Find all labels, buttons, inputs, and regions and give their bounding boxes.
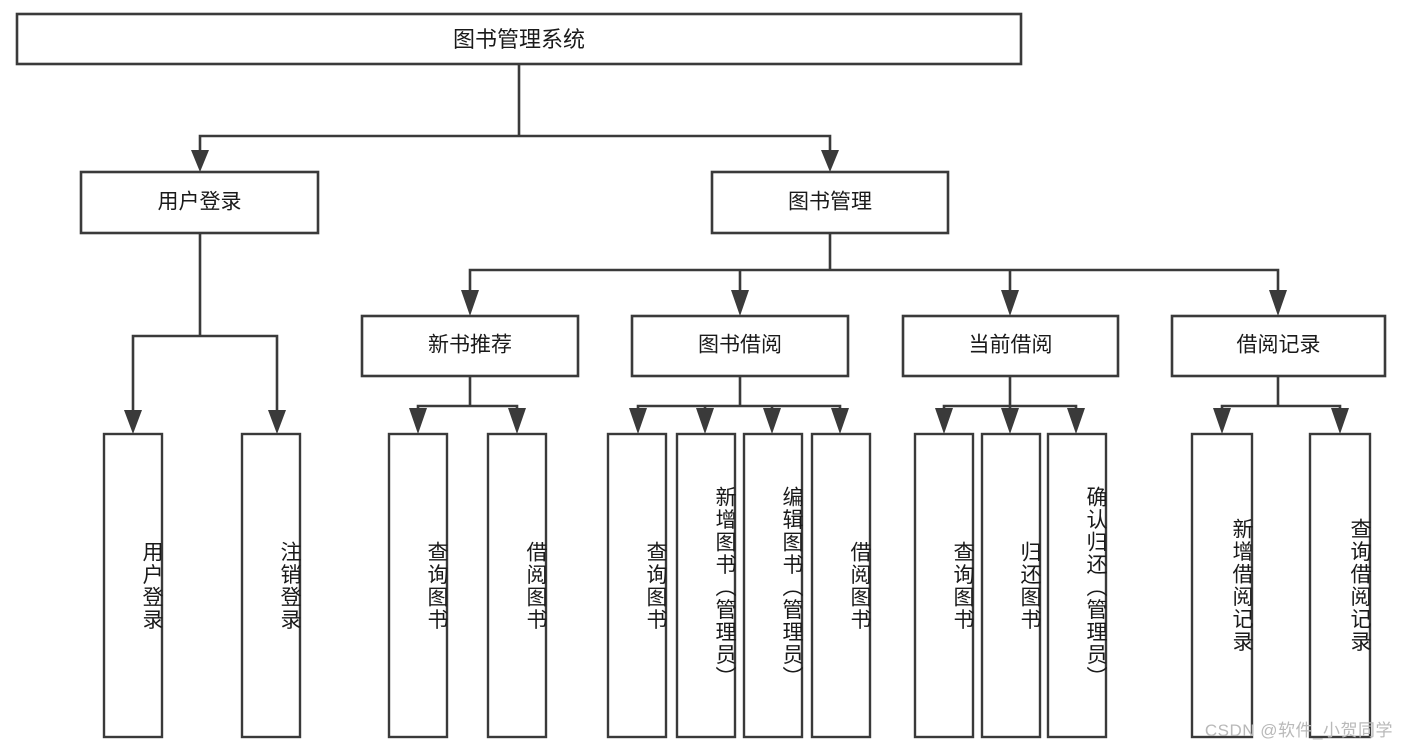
node-root-box[interactable]	[15, 12, 1023, 66]
arrow-bookmanage-to-currentborrow	[1001, 290, 1019, 316]
node-book-borrow-box[interactable]	[630, 314, 850, 378]
edge-newbook-bus	[416, 374, 519, 416]
leaf-current-borrow-1-box[interactable]	[913, 432, 975, 739]
leaf-current-borrow-2-box[interactable]	[980, 432, 1042, 739]
arrow-borrowrecord-to-leaf-1	[1213, 408, 1231, 434]
arrow-bookmanage-to-newbook	[461, 290, 479, 316]
node-new-book-recommend-box[interactable]	[360, 314, 580, 378]
node-new-book-recommend-label: 新书推荐	[428, 334, 512, 357]
arrow-bookborrow-to-leaf-2	[696, 408, 714, 434]
node-borrow-record-box[interactable]	[1170, 314, 1387, 378]
arrow-currentborrow-to-leaf-2	[1001, 408, 1019, 434]
arrow-root-to-user-login	[191, 150, 209, 172]
arrow-root-to-book-manage	[821, 150, 839, 172]
arrow-bookmanage-to-borrowrecord	[1269, 290, 1287, 316]
edge-bookborrow-bus	[636, 374, 842, 416]
leaf-book-borrow-3-box[interactable]	[742, 432, 804, 739]
arrow-newbook-to-leaf-2	[508, 408, 526, 434]
arrow-borrowrecord-to-leaf-2	[1331, 408, 1349, 434]
leaf-borrow-record-1-box[interactable]	[1190, 432, 1254, 739]
leaf-new-book-2-box[interactable]	[486, 432, 548, 739]
node-current-borrow-label: 当前借阅	[969, 334, 1053, 357]
node-book-borrow-label: 图书借阅	[698, 334, 782, 357]
connector-layer	[124, 63, 1349, 434]
arrow-bookborrow-to-leaf-4	[831, 408, 849, 434]
node-borrow-record-label: 借阅记录	[1237, 334, 1321, 357]
leaf-book-borrow-4-box[interactable]	[810, 432, 872, 739]
edge-root-bus	[198, 63, 832, 159]
node-book-manage-label: 图书管理	[788, 191, 872, 214]
node-book-manage-box[interactable]	[710, 170, 950, 235]
leaf-current-borrow-3-box[interactable]	[1046, 432, 1108, 739]
arrow-newbook-to-leaf-1	[409, 408, 427, 434]
arrow-bookborrow-to-leaf-1	[629, 408, 647, 434]
arrow-currentborrow-to-leaf-1	[935, 408, 953, 434]
leaf-book-borrow-1-box[interactable]	[606, 432, 668, 739]
arrow-userlogin-to-leaf-1	[124, 410, 142, 434]
node-user-login-label: 用户登录	[158, 191, 242, 214]
arrow-userlogin-to-leaf-2	[268, 410, 286, 434]
leaf-user-login-1-box[interactable]	[102, 432, 164, 739]
arrow-bookborrow-to-leaf-3	[763, 408, 781, 434]
leaf-user-login-2-box[interactable]	[240, 432, 302, 739]
arrow-currentborrow-to-leaf-3	[1067, 408, 1085, 434]
edge-borrowrecord-bus	[1220, 374, 1342, 416]
node-layer: 图书管理系统 用户登录 图书管理 新书推荐 图书借阅 当前借阅 借阅记录	[15, 12, 1387, 739]
leaf-borrow-record-2-box[interactable]	[1308, 432, 1372, 739]
watermark-text: CSDN @软件_小贺同学	[1204, 721, 1393, 740]
node-user-login-box[interactable]	[79, 170, 320, 235]
edge-userlogin-bus	[131, 231, 279, 414]
leaf-new-book-1-box[interactable]	[387, 432, 449, 739]
node-root-label: 图书管理系统	[453, 27, 585, 52]
leaf-book-borrow-2-box[interactable]	[675, 432, 737, 739]
node-current-borrow-box[interactable]	[901, 314, 1120, 378]
arrow-bookmanage-to-bookborrow	[731, 290, 749, 316]
edge-bookmanage-bus	[468, 231, 1280, 294]
